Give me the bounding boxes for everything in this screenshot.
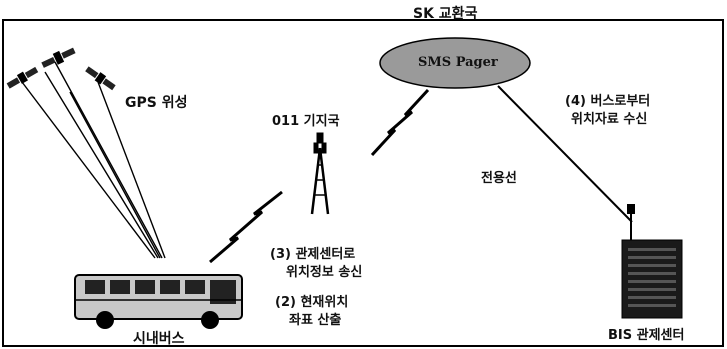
sms-pager-label: SMS Pager xyxy=(418,55,498,70)
transmit-to-center-line-2: 위치정보 송신 xyxy=(286,265,363,280)
satellite-icon xyxy=(41,47,76,68)
dedicated-line-label: 전용선 xyxy=(481,171,517,186)
bis-center-label: BIS 관제센터 xyxy=(608,328,685,343)
sms-pager-ellipse xyxy=(379,37,531,89)
bus-location-receive-label: (4) 버스로부터 위치자료 수신 xyxy=(565,93,650,129)
city-bus-label: 시내버스 xyxy=(133,331,185,347)
wireless-link-bus-tower xyxy=(209,190,283,264)
base-station-tower-icon xyxy=(310,132,330,215)
bus-location-receive-line-1: (4) 버스로부터 xyxy=(565,94,651,109)
compute-position-line-1: (2) 현재위치 xyxy=(275,295,349,310)
gps-signal-lines xyxy=(21,61,166,259)
transmit-to-center-label: (3) 관제센터로 위치정보 송신 xyxy=(270,246,362,282)
diagram-frame xyxy=(2,19,724,347)
sk-exchange-label: SK 교환국 xyxy=(413,6,478,22)
bis-antenna-icon xyxy=(627,204,635,242)
satellite-icon xyxy=(85,66,116,91)
city-bus-icon xyxy=(74,274,243,329)
wireless-link-tower-exchange xyxy=(370,88,430,157)
compute-position-line-2: 좌표 산출 xyxy=(289,313,342,328)
transmit-to-center-line-1: (3) 관제센터로 xyxy=(270,247,356,262)
base-station-label: 011 기지국 xyxy=(272,114,340,129)
compute-position-label: (2) 현재위치 좌표 산출 xyxy=(275,294,348,330)
bis-server-icon xyxy=(621,239,683,319)
bus-location-receive-line-2: 위치자료 수신 xyxy=(571,112,648,127)
gps-satellite-label: GPS 위성 xyxy=(125,95,188,111)
dedicated-line xyxy=(497,85,633,223)
satellite-icon xyxy=(6,66,39,89)
